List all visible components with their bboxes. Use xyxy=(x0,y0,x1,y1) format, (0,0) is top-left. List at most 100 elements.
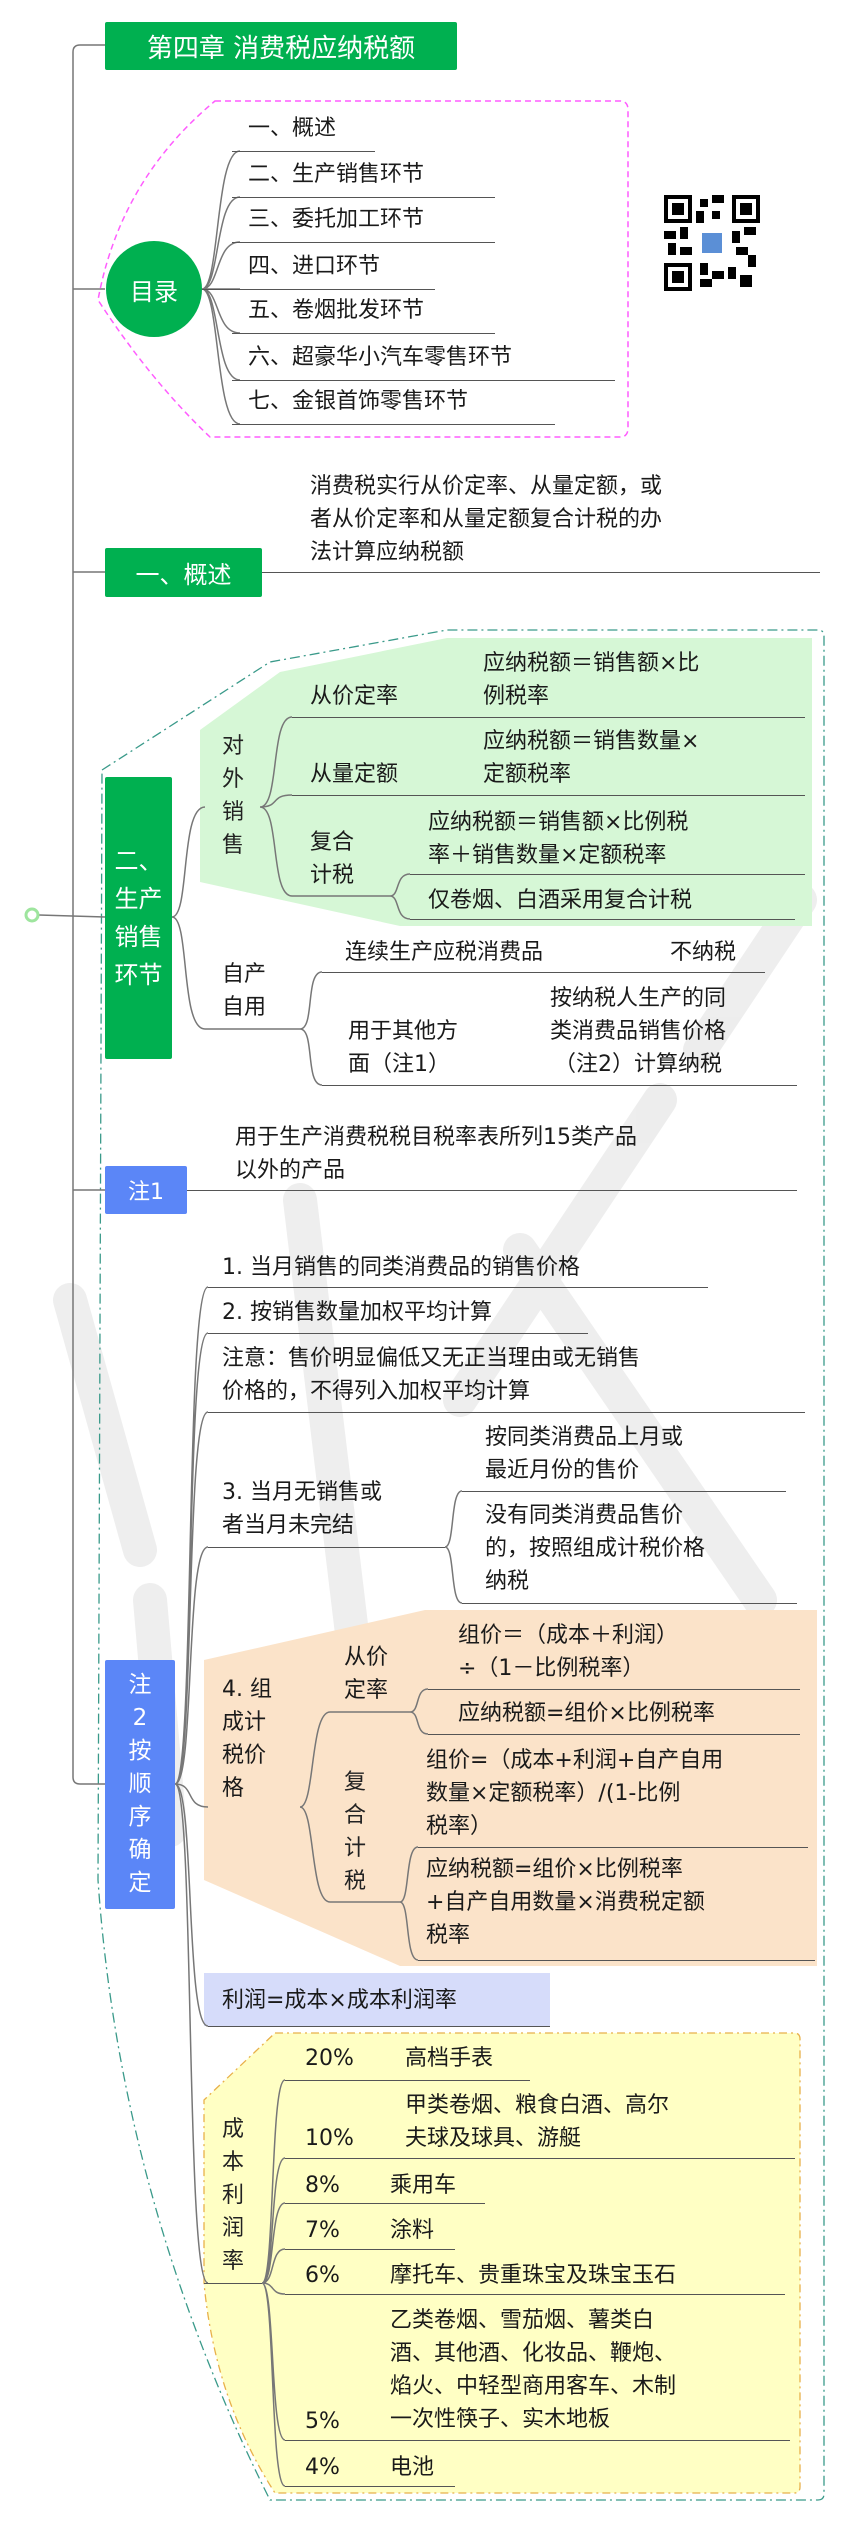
external-sales-bg xyxy=(200,638,812,926)
margin-rate[interactable]: 7% xyxy=(305,2218,340,2243)
overview-text[interactable]: 消费税实行从价定率、从量定额，或 者从价定率和从量定额复合计税的办 法计算应纳税… xyxy=(310,474,663,565)
divider xyxy=(202,289,435,290)
margin-items[interactable]: 甲类卷烟、粮食白酒、高尔 夫球及球具、游艇 xyxy=(405,2093,670,2151)
continuous-production-result[interactable]: 不纳税 xyxy=(670,940,737,965)
note2-item-4[interactable]: 4. 组 成计 税价 格 xyxy=(222,1677,272,1801)
compound-note[interactable]: 仅卷烟、白酒采用复合计税 xyxy=(428,888,693,913)
margin-rate[interactable]: 8% xyxy=(305,2173,340,2198)
self-use-label[interactable]: 自产 自用 xyxy=(222,962,267,1020)
toc-item[interactable]: 六、超豪华小汽车零售环节 xyxy=(248,345,513,370)
toc-item[interactable]: 二、生产销售环节 xyxy=(248,162,425,187)
margin-items[interactable]: 摩托车、贵重珠宝及珠宝玉石 xyxy=(390,2263,677,2288)
note1-node[interactable]: 注1 xyxy=(105,1166,187,1214)
divider xyxy=(322,1085,797,1086)
divider xyxy=(285,2158,795,2159)
toc-item[interactable]: 三、委托加工环节 xyxy=(248,207,425,232)
composite-compound-price[interactable]: 组价=（成本+利润+自产自用 数量×定额税率）/(1-比例 税率） xyxy=(426,1748,724,1839)
note2-item-2[interactable]: 2. 按销售数量加权平均计算 xyxy=(222,1300,492,1325)
composite-ad-valorem-price[interactable]: 组价＝（成本＋利润） ÷（1－比例税率） xyxy=(458,1623,679,1681)
note2-item-1[interactable]: 1. 当月销售的同类消费品的销售价格 xyxy=(222,1255,580,1280)
continuous-production-label[interactable]: 连续生产应税消费品 xyxy=(345,940,544,965)
note2-node[interactable]: 注2按顺序确定 xyxy=(105,1660,175,1909)
composite-compound-label[interactable]: 复合计税 xyxy=(343,1770,366,1894)
divider xyxy=(208,1333,588,1334)
production-node[interactable]: 二、生产销售环节 xyxy=(105,777,172,1059)
margin-items[interactable]: 电池 xyxy=(390,2455,435,2480)
divider xyxy=(428,1689,800,1690)
note2-item-3b[interactable]: 没有同类消费品售价 的，按照组成计税价格 纳税 xyxy=(485,1503,706,1594)
divider xyxy=(232,242,495,243)
margin-items[interactable]: 乘用车 xyxy=(390,2173,457,2198)
divider xyxy=(232,151,375,152)
toc-region xyxy=(97,100,629,438)
watermark xyxy=(53,883,817,1847)
divider xyxy=(204,2283,262,2284)
toc-item[interactable]: 五、卷烟批发环节 xyxy=(248,298,425,323)
margin-rate[interactable]: 20% xyxy=(305,2046,354,2071)
divider xyxy=(410,919,795,920)
divider xyxy=(292,795,805,796)
external-sales-label[interactable]: 对外销售 xyxy=(221,734,244,858)
margin-rate[interactable]: 4% xyxy=(305,2455,340,2480)
note2-attention[interactable]: 注意：售价明显偏低又无正当理由或无销售 价格的，不得列入加权平均计算 xyxy=(222,1346,641,1404)
ad-valorem-formula[interactable]: 应纳税额＝销售额×比 例税率 xyxy=(483,651,700,709)
other-use-label[interactable]: 用于其他方 面（注1） xyxy=(348,1019,459,1077)
divider xyxy=(262,572,820,573)
ad-valorem-label[interactable]: 从价定率 xyxy=(310,684,399,709)
toc-item[interactable]: 七、金银首饰零售环节 xyxy=(248,389,469,414)
divider xyxy=(232,197,495,198)
divider xyxy=(428,1734,800,1735)
margin-items[interactable]: 高档手表 xyxy=(405,2046,494,2071)
divider xyxy=(285,2294,785,2295)
composite-price-bg xyxy=(204,1610,817,1966)
divider xyxy=(187,1190,797,1191)
divider xyxy=(285,2203,485,2204)
divider xyxy=(208,1412,805,1413)
divider xyxy=(208,1547,445,1548)
divider xyxy=(462,1491,786,1492)
note1-text[interactable]: 用于生产消费税税目税率表所列15类产品 以外的产品 xyxy=(235,1125,637,1183)
composite-ad-valorem-label[interactable]: 从价 定率 xyxy=(344,1645,389,1703)
divider xyxy=(208,1287,708,1288)
note2-item-3[interactable]: 3. 当月无销售或 者当月未完结 xyxy=(222,1480,382,1538)
divider xyxy=(322,972,765,973)
divider xyxy=(232,333,495,334)
margin-rate[interactable]: 10% xyxy=(305,2126,354,2151)
margin-rate[interactable]: 5% xyxy=(305,2409,340,2434)
qr-code-icon xyxy=(664,195,760,291)
divider xyxy=(418,1960,815,1961)
divider xyxy=(285,2486,455,2487)
toc-node[interactable]: 目录 xyxy=(106,241,202,337)
toc-item[interactable]: 四、进口环节 xyxy=(248,254,381,279)
divider xyxy=(285,2080,530,2081)
divider xyxy=(292,717,805,718)
composite-compound-tax[interactable]: 应纳税额=组价×比例税率 +自产自用数量×消费税定额 税率 xyxy=(426,1857,705,1948)
overview-node[interactable]: 一、概述 xyxy=(105,548,262,597)
composite-ad-valorem-tax[interactable]: 应纳税额=组价×比例税率 xyxy=(458,1701,715,1726)
profit-box-bg xyxy=(204,1973,550,2026)
margin-items[interactable]: 涂料 xyxy=(390,2218,435,2243)
divider xyxy=(410,874,805,875)
note2-item-3a[interactable]: 按同类消费品上月或 最近月份的售价 xyxy=(485,1425,684,1483)
margin-label[interactable]: 成本利润率 xyxy=(221,2117,244,2274)
divider xyxy=(285,2440,790,2441)
production-region xyxy=(97,629,825,2501)
compound-formula[interactable]: 应纳税额＝销售额×比例税 率＋销售数量×定额税率 xyxy=(428,810,689,868)
root-collapse-handle xyxy=(24,907,40,923)
margin-rate[interactable]: 6% xyxy=(305,2263,340,2288)
divider xyxy=(232,424,555,425)
divider xyxy=(462,1603,797,1604)
chapter-title[interactable]: 第四章 消费税应纳税额 xyxy=(105,22,457,70)
margin-region xyxy=(203,2032,801,2494)
toc-item[interactable]: 一、概述 xyxy=(248,116,337,141)
specific-formula[interactable]: 应纳税额＝销售数量× 定额税率 xyxy=(483,729,700,787)
profit-formula[interactable]: 利润=成本×成本利润率 xyxy=(222,1988,457,2013)
compound-label[interactable]: 复合 计税 xyxy=(310,830,355,888)
specific-label[interactable]: 从量定额 xyxy=(310,762,399,787)
margin-items[interactable]: 乙类卷烟、雪茄烟、薯类白 酒、其他酒、化妆品、鞭炮、 焰火、中轻型商用客车、木制… xyxy=(390,2308,677,2432)
other-use-result[interactable]: 按纳税人生产的同 类消费品销售价格 （注2）计算纳税 xyxy=(550,986,727,1077)
divider xyxy=(285,2249,455,2250)
divider xyxy=(418,1847,808,1848)
divider xyxy=(208,2026,550,2027)
